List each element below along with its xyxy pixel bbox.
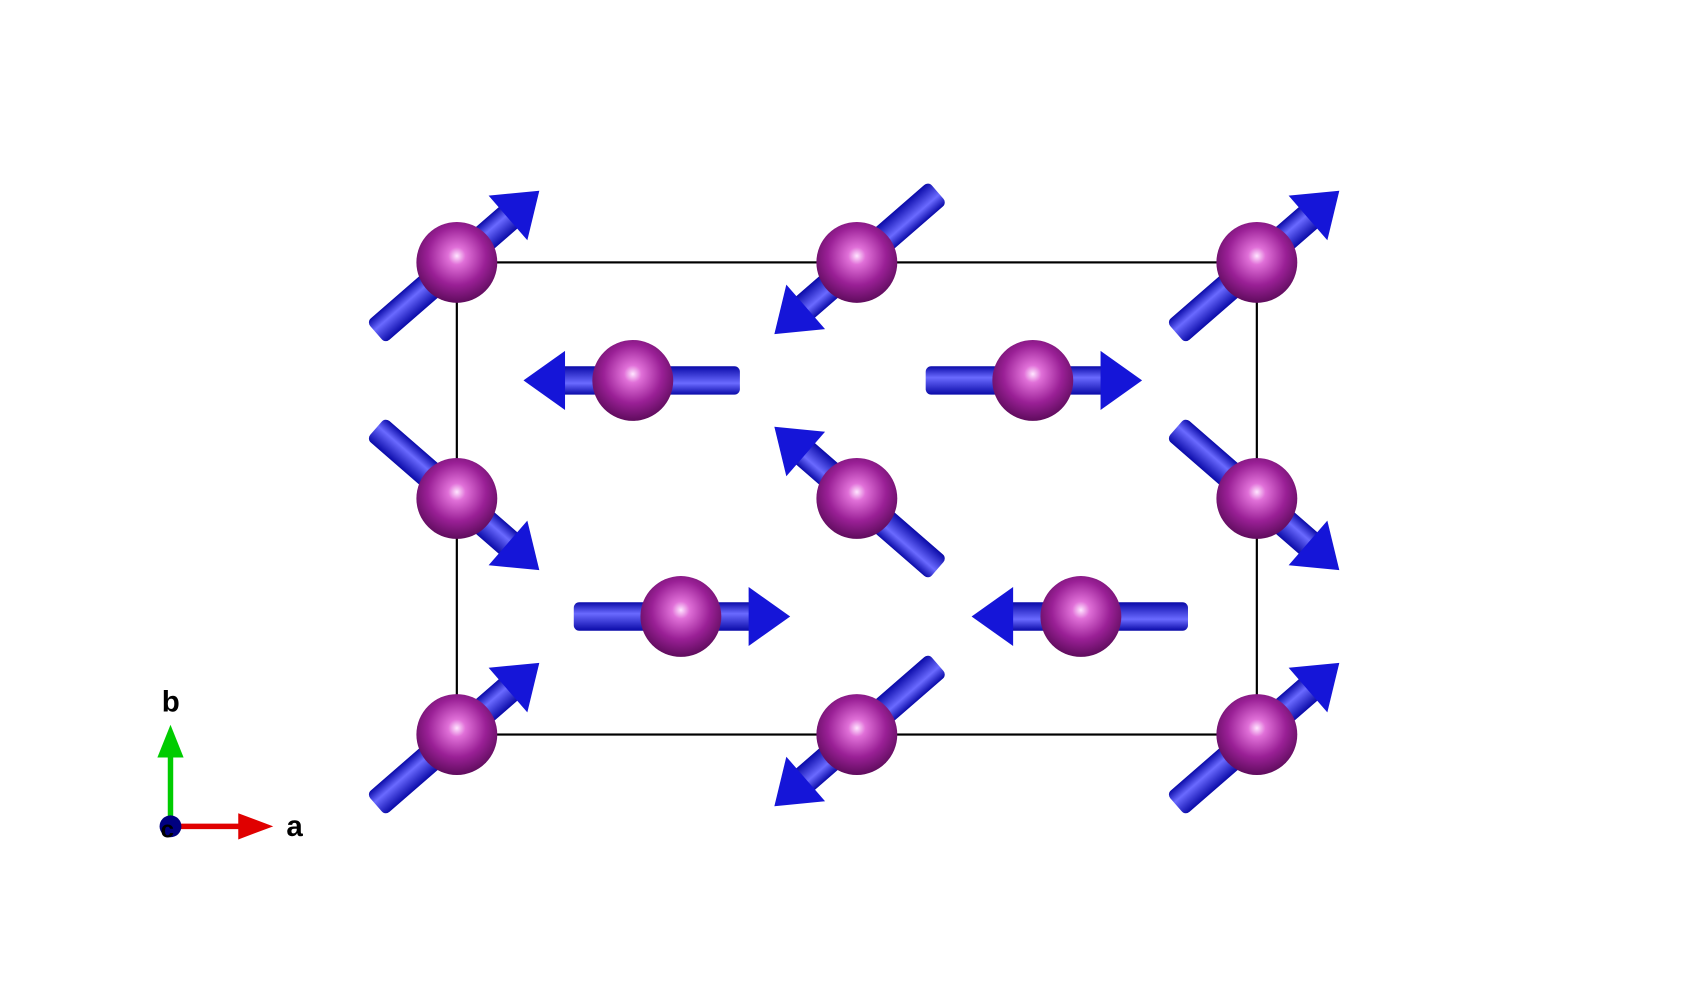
magnetic-atom[interactable] [992,339,1074,421]
axis-label-c: c [161,816,174,843]
magnetic-atom[interactable] [1216,221,1298,303]
magnetic-atom[interactable] [816,694,898,775]
moment-arrowhead [971,586,1014,647]
moment-arrowhead [774,756,826,807]
axis-label-b: b [162,686,180,719]
axis-label-a: a [286,810,303,843]
moment-arrowhead [748,586,791,647]
magnetic-atom[interactable] [416,458,498,539]
c-axis-dot [159,815,182,838]
magnetic-atom[interactable] [640,576,722,657]
atoms [416,221,1298,775]
magnetic-atom[interactable] [816,458,898,539]
magnetic-atom[interactable] [1216,458,1298,539]
magnetic-atom[interactable] [816,221,898,303]
moment-arrowhead [774,426,826,477]
magnetic-atom[interactable] [1216,694,1298,775]
moment-arrowhead [488,190,540,241]
moment-arrowhead [774,284,826,335]
moment-arrowhead [1288,520,1340,571]
magnetic-atom[interactable] [592,339,674,421]
axis-indicator: b a c [157,686,303,843]
magnetic-atom[interactable] [416,221,498,303]
magnetic-atom[interactable] [1040,576,1122,657]
moment-arrowhead [1100,350,1143,410]
magnetic-atom[interactable] [416,694,498,775]
moment-arrowhead [523,350,566,410]
b-axis-arrowhead [157,724,184,758]
moment-arrowhead [488,662,540,713]
a-axis-arrowhead [238,813,274,840]
moment-arrowhead [1288,662,1340,713]
moment-arrowhead [488,520,540,571]
moment-arrowhead [1288,190,1340,241]
